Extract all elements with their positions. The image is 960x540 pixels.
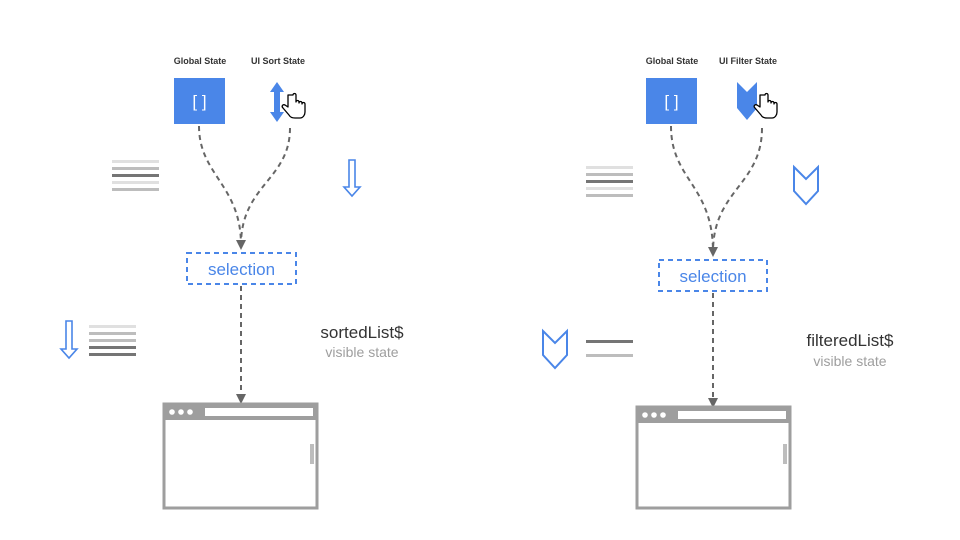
sort-arrows-icon bbox=[270, 82, 284, 122]
right-selection-box: selection bbox=[658, 259, 768, 292]
left-global-state-box-text: [ ] bbox=[192, 92, 206, 111]
right-filter-outline-icon bbox=[793, 164, 819, 206]
right-panel: Global State UI Filter State [ ] bbox=[542, 56, 894, 510]
right-global-to-selection-connector bbox=[670, 125, 718, 257]
right-output-name: filteredList$ bbox=[807, 331, 894, 350]
left-browser-window bbox=[162, 402, 319, 510]
right-global-state-box-text: [ ] bbox=[664, 92, 678, 111]
right-output-subtitle: visible state bbox=[813, 353, 886, 369]
right-global-state-label: Global State bbox=[646, 56, 699, 66]
right-filtered-funnel-icon bbox=[542, 328, 568, 370]
filter-funnel-icon bbox=[737, 82, 757, 120]
left-sorted-list-icon bbox=[89, 325, 136, 356]
right-selection-label: selection bbox=[679, 267, 746, 286]
right-browser-window bbox=[635, 405, 792, 510]
hand-cursor-icon bbox=[281, 92, 306, 119]
left-selection-box: selection bbox=[186, 252, 297, 285]
right-global-state-box: [ ] bbox=[646, 78, 697, 124]
hand-cursor-icon bbox=[753, 92, 778, 119]
left-unsorted-list-icon bbox=[112, 160, 159, 191]
left-global-state-label: Global State bbox=[174, 56, 227, 66]
left-ui-to-selection-connector bbox=[240, 127, 291, 246]
right-filtered-list-icon bbox=[586, 340, 633, 357]
right-ui-to-selection-connector bbox=[712, 127, 763, 253]
left-sorted-arrow-icon bbox=[59, 320, 79, 360]
left-global-state-box: [ ] bbox=[174, 78, 225, 124]
right-ui-filter-state-label: UI Filter State bbox=[719, 56, 777, 66]
left-output-subtitle: visible state bbox=[325, 344, 398, 360]
left-global-to-selection-connector bbox=[198, 125, 246, 250]
right-unfiltered-list-icon bbox=[586, 166, 633, 197]
left-ui-sort-state-label: UI Sort State bbox=[251, 56, 305, 66]
left-selection-label: selection bbox=[208, 260, 275, 279]
left-sort-down-arrow-icon bbox=[342, 159, 362, 198]
left-output-name: sortedList$ bbox=[320, 323, 404, 342]
left-panel: Global State UI Sort State [ ] bbox=[59, 56, 404, 510]
